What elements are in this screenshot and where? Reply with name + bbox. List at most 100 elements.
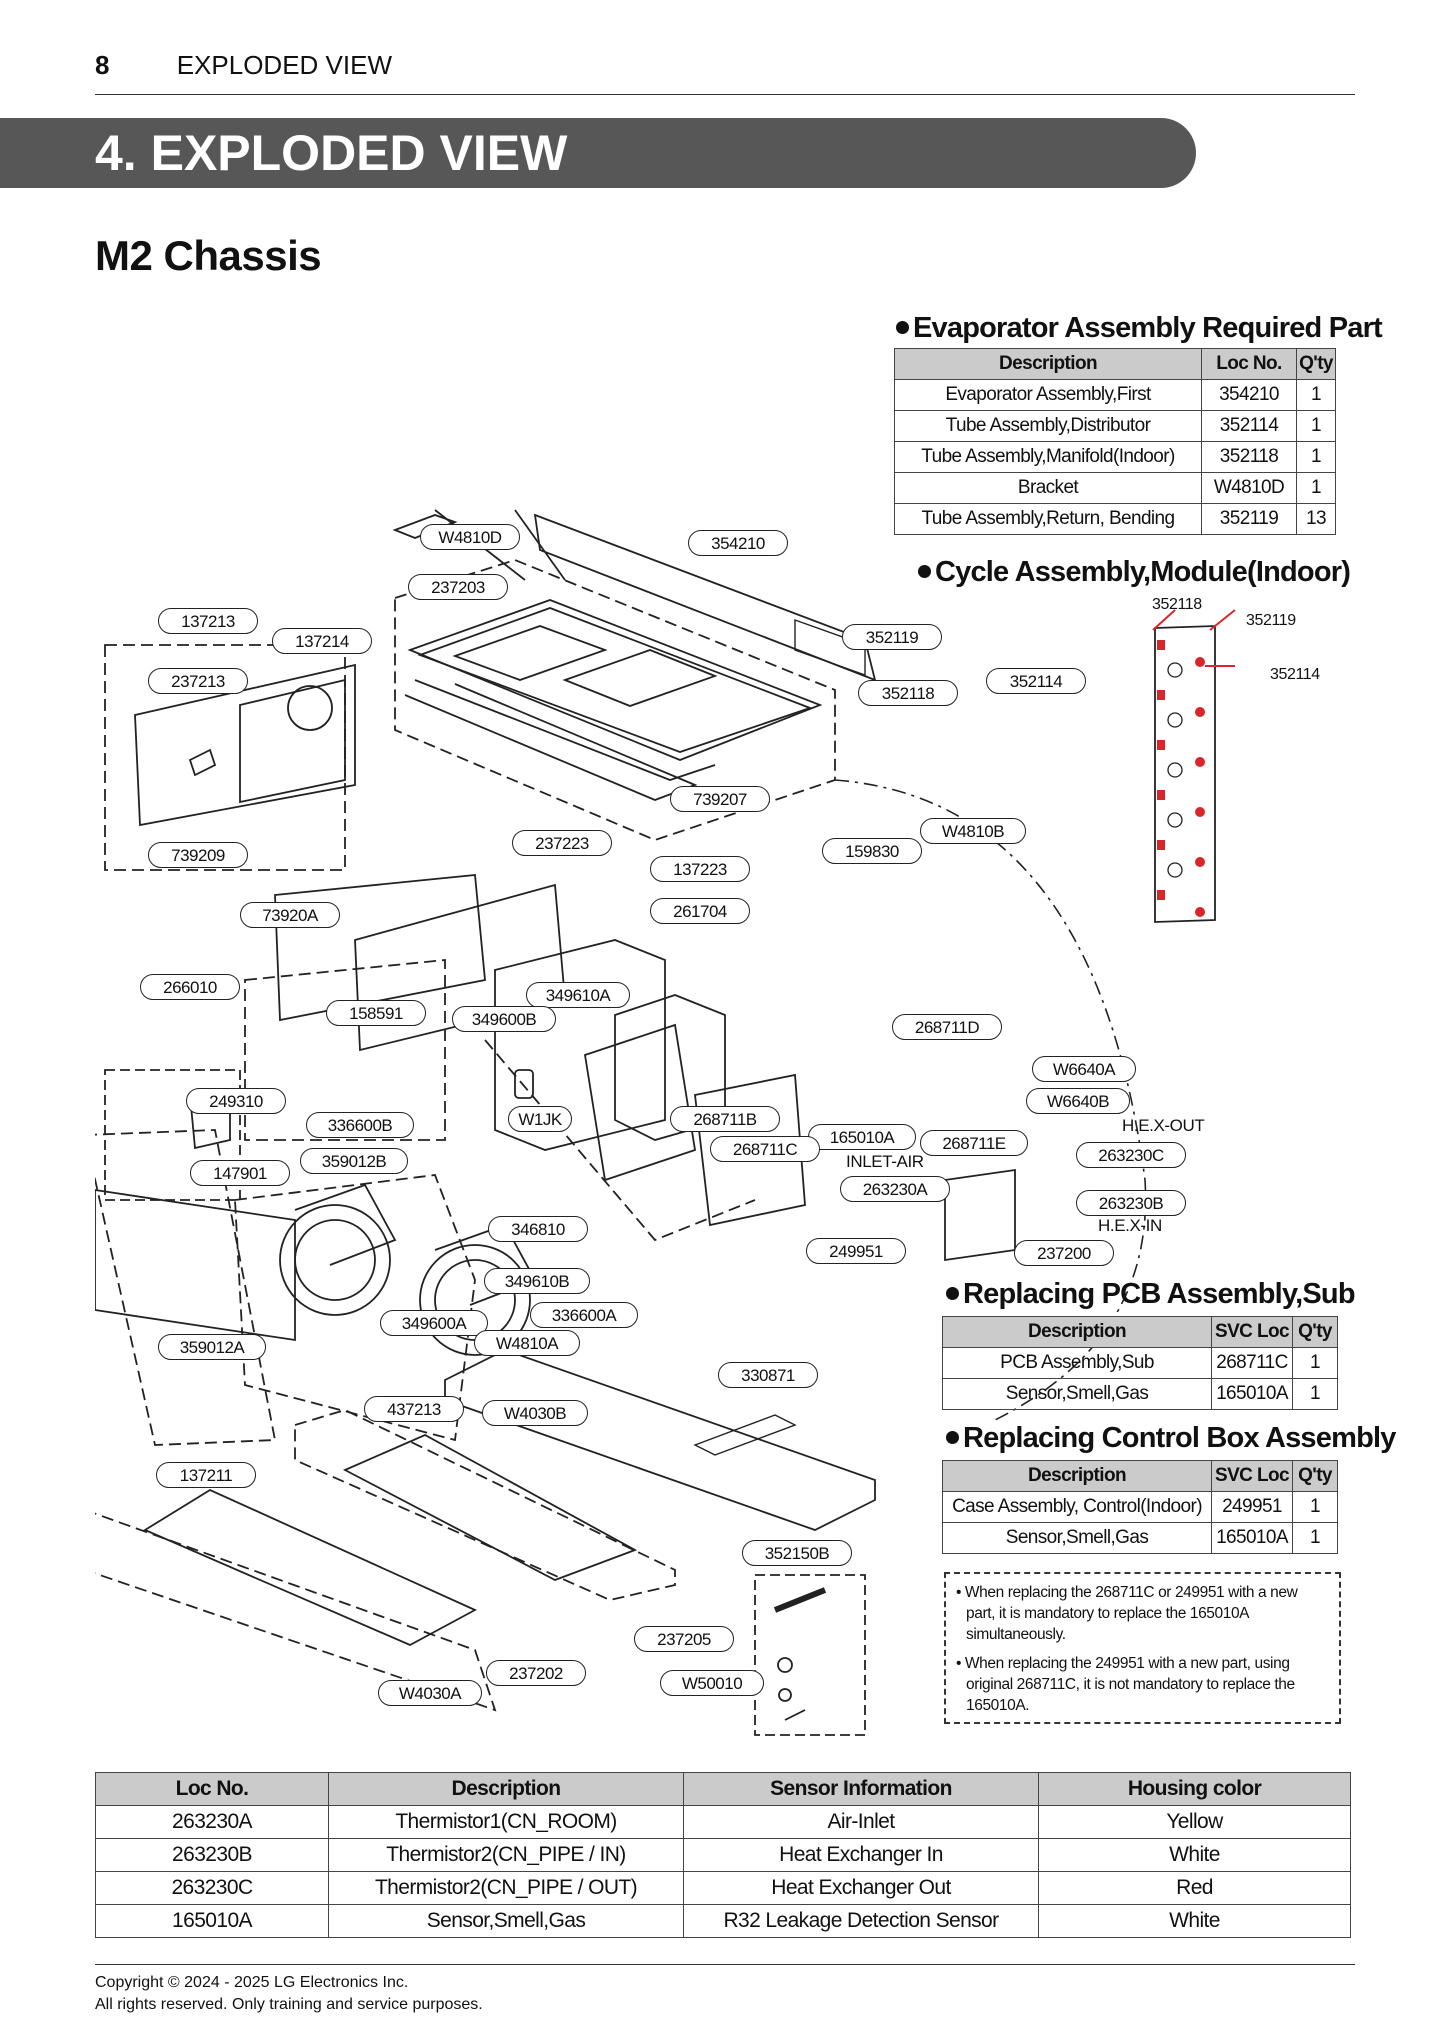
callout-739207: 739207 bbox=[670, 786, 770, 812]
cell: Evaporator Assembly,First bbox=[894, 379, 1202, 411]
callout-W4030A: W4030A bbox=[378, 1680, 482, 1706]
callout-352114: 352114 bbox=[986, 668, 1086, 694]
callout-349600A: 349600A bbox=[380, 1310, 488, 1336]
callout-165010A: 165010A bbox=[808, 1124, 916, 1150]
callout-237200: 237200 bbox=[1014, 1240, 1114, 1266]
label-hex-in: H.E.X-IN bbox=[1098, 1216, 1162, 1235]
col-header: Description bbox=[894, 348, 1202, 380]
cell: 249951 bbox=[1211, 1491, 1293, 1523]
cell: Heat Exchanger Out bbox=[683, 1871, 1039, 1905]
cell: White bbox=[1038, 1904, 1351, 1938]
col-header: Loc No. bbox=[95, 1772, 329, 1806]
bullet-icon bbox=[946, 1430, 959, 1444]
cycle-label-352119: 352119 bbox=[1246, 612, 1296, 629]
pcb-sub-table: Description SVC Loc Q'ty PCB Assembly,Su… bbox=[942, 1316, 1338, 1410]
label-inlet-air: INLET-AIR bbox=[846, 1152, 924, 1171]
cell: 352119 bbox=[1201, 503, 1297, 535]
control-box-table: Description SVC Loc Q'ty Case Assembly, … bbox=[942, 1460, 1338, 1554]
callout-137214: 137214 bbox=[272, 628, 372, 654]
cell: 1 bbox=[1296, 472, 1336, 504]
callout-268711B: 268711B bbox=[670, 1106, 780, 1132]
callout-237203: 237203 bbox=[408, 574, 508, 600]
cell: 268711C bbox=[1211, 1347, 1293, 1379]
callout-137223: 137223 bbox=[650, 856, 750, 882]
cell: Sensor,Smell,Gas bbox=[942, 1522, 1212, 1554]
callout-261704: 261704 bbox=[650, 898, 750, 924]
callout-73920A: 73920A bbox=[240, 902, 340, 928]
cell: Air-Inlet bbox=[683, 1805, 1039, 1839]
callout-W4810D: W4810D bbox=[420, 524, 520, 550]
callout-352150B: 352150B bbox=[742, 1540, 852, 1566]
footer-divider bbox=[95, 1964, 1355, 1965]
cycle-label-352118: 352118 bbox=[1152, 596, 1202, 613]
bullet-icon bbox=[896, 320, 909, 334]
cell: 263230C bbox=[95, 1871, 329, 1905]
evaporator-title: Evaporator Assembly Required Part bbox=[896, 312, 1383, 345]
pcb-sub-title: Replacing PCB Assembly,Sub bbox=[946, 1278, 1356, 1311]
col-header: Q'ty bbox=[1292, 1460, 1338, 1492]
copyright: Copyright © 2024 - 2025 LG Electronics I… bbox=[95, 1972, 483, 2016]
callout-354210: 354210 bbox=[688, 530, 788, 556]
col-header: Q'ty bbox=[1292, 1316, 1338, 1348]
callout-W6640B: W6640B bbox=[1026, 1088, 1130, 1114]
col-header: SVC Loc bbox=[1211, 1316, 1293, 1348]
control-box-title: Replacing Control Box Assembly bbox=[946, 1422, 1396, 1455]
cell: 1 bbox=[1292, 1522, 1338, 1554]
note-item: • When replacing the 249951 with a new p… bbox=[956, 1655, 1295, 1714]
col-header: Sensor Information bbox=[683, 1772, 1039, 1806]
callout-268711D: 268711D bbox=[892, 1014, 1002, 1040]
callout-359012B: 359012B bbox=[300, 1148, 408, 1174]
cell: Tube Assembly,Return, Bending bbox=[894, 503, 1202, 535]
cell: Tube Assembly,Manifold(Indoor) bbox=[894, 441, 1202, 473]
callout-W1JK: W1JK bbox=[508, 1106, 572, 1132]
callout-336600A: 336600A bbox=[530, 1302, 638, 1328]
cell: 1 bbox=[1292, 1347, 1338, 1379]
sensor-table: Loc No. Description Sensor Information H… bbox=[95, 1772, 1351, 1938]
callout-137213: 137213 bbox=[158, 608, 258, 634]
cell: White bbox=[1038, 1838, 1351, 1872]
callout-349600B: 349600B bbox=[452, 1006, 556, 1032]
cell: 1 bbox=[1292, 1491, 1338, 1523]
section-banner: 4. EXPLODED VIEW bbox=[0, 118, 1196, 188]
cell: Yellow bbox=[1038, 1805, 1351, 1839]
callout-237202: 237202 bbox=[486, 1660, 586, 1686]
cell: 165010A bbox=[95, 1904, 329, 1938]
bullet-icon bbox=[918, 564, 931, 578]
callout-W4810A: W4810A bbox=[474, 1330, 580, 1356]
callout-359012A: 359012A bbox=[158, 1334, 266, 1360]
callout-237205: 237205 bbox=[634, 1626, 734, 1652]
bullet-icon bbox=[946, 1286, 959, 1300]
cell: Sensor,Smell,Gas bbox=[942, 1378, 1212, 1410]
cell: Thermistor2(CN_PIPE / OUT) bbox=[328, 1871, 684, 1905]
cell: 354210 bbox=[1201, 379, 1297, 411]
cell: 352114 bbox=[1201, 410, 1297, 442]
callout-W6640A: W6640A bbox=[1032, 1056, 1136, 1082]
header-divider bbox=[95, 94, 1355, 95]
col-header: Description bbox=[942, 1316, 1212, 1348]
cell: 1 bbox=[1296, 379, 1336, 411]
callout-W50010: W50010 bbox=[660, 1670, 764, 1696]
callout-268711C: 268711C bbox=[710, 1136, 820, 1162]
label-hex-out: H.E.X-OUT bbox=[1122, 1116, 1205, 1135]
cell: Red bbox=[1038, 1871, 1351, 1905]
cell: Case Assembly, Control(Indoor) bbox=[942, 1491, 1212, 1523]
callout-349610A: 349610A bbox=[526, 982, 630, 1008]
callout-W4030B: W4030B bbox=[482, 1400, 588, 1426]
callout-346810: 346810 bbox=[488, 1216, 588, 1242]
header-section: EXPLODED VIEW bbox=[176, 50, 392, 80]
cell: Thermistor1(CN_ROOM) bbox=[328, 1805, 684, 1839]
copyright-line: Copyright © 2024 - 2025 LG Electronics I… bbox=[95, 1974, 409, 1991]
cell: Tube Assembly,Distributor bbox=[894, 410, 1202, 442]
note-item: • When replacing the 268711C or 249951 w… bbox=[956, 1584, 1298, 1643]
callout-137211: 137211 bbox=[156, 1462, 256, 1488]
col-header: Description bbox=[328, 1772, 684, 1806]
callout-159830: 159830 bbox=[822, 838, 922, 864]
cycle-label-352114: 352114 bbox=[1270, 666, 1320, 683]
